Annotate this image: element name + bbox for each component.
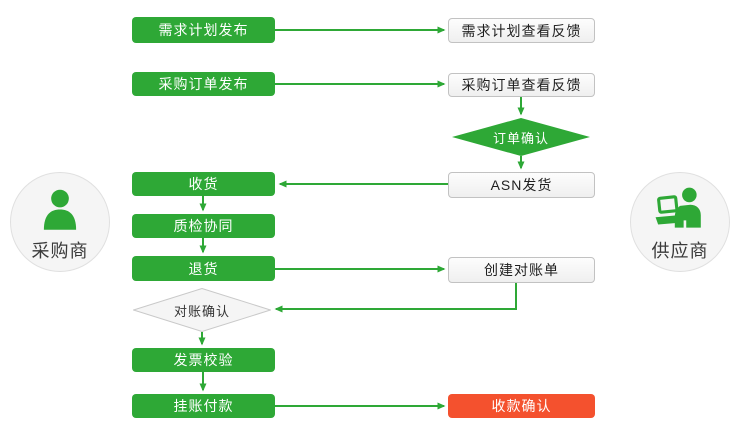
- diamond-statement-confirm: 对账确认: [133, 288, 271, 332]
- actor-supplier: 供应商: [630, 172, 730, 272]
- node-invoice-verify: 发票校验: [132, 348, 275, 372]
- diamond-statement-confirm-shape: [133, 288, 271, 332]
- node-return-goods: 退货: [132, 256, 275, 281]
- actor-supplier-label: 供应商: [651, 240, 709, 261]
- actor-buyer-label: 采购商: [31, 240, 89, 261]
- diamond-order-confirm-label: 订单确认: [492, 130, 549, 146]
- node-create-statement: 创建对账单: [448, 257, 595, 283]
- node-quality-collab: 质检协同: [132, 214, 275, 238]
- diamond-order-confirm: 订单确认: [452, 118, 590, 156]
- node-asn-ship: ASN发货: [448, 172, 595, 198]
- node-demand-plan-feedback: 需求计划查看反馈: [448, 18, 595, 43]
- node-po-feedback: 采购订单查看反馈: [448, 73, 595, 97]
- node-payment-confirm: 收款确认: [448, 394, 595, 418]
- node-po-publish: 采购订单发布: [132, 72, 275, 96]
- buyer-person-icon: [43, 189, 77, 230]
- actor-buyer: 采购商: [10, 172, 110, 272]
- node-book-payment: 挂账付款: [132, 394, 275, 418]
- supplier-laptop-icon: [655, 187, 701, 228]
- diamond-order-confirm-shape: [452, 118, 590, 156]
- diamond-statement-confirm-label: 对账确认: [173, 303, 230, 319]
- edge-statement-to-confirm: [274, 283, 517, 313]
- node-receive-goods: 收货: [132, 172, 275, 196]
- node-demand-plan-publish: 需求计划发布: [132, 17, 275, 43]
